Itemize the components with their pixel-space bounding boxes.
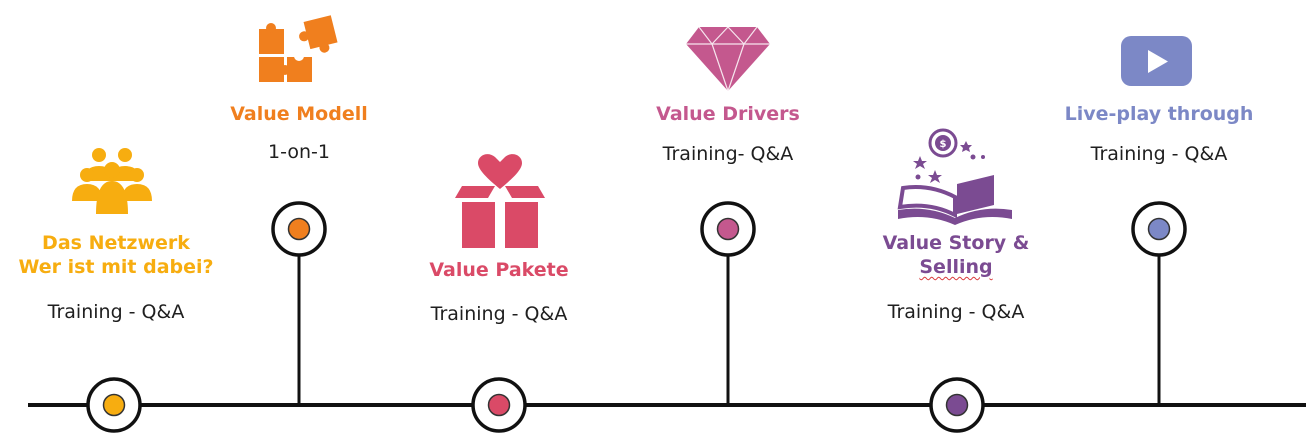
milestone-6-title: Live-play through [1049, 102, 1269, 126]
milestone-6-subtitle: Training - Q&A [1090, 143, 1228, 165]
milestone-title-line: Live-play through [1064, 103, 1254, 125]
milestone-3-subtitle: Training - Q&A [430, 303, 568, 325]
play-button-icon [1121, 36, 1192, 86]
milestone-2-title: Value Modell [199, 102, 399, 126]
milestone-3-title: Value Pakete [399, 258, 599, 282]
milestone-marker-1 [86, 377, 142, 433]
milestone-1-subtitle: Training - Q&A [47, 301, 185, 323]
milestone-marker-4 [700, 201, 756, 257]
milestone-marker-5 [929, 377, 985, 433]
milestone-5-subtitle: Training - Q&A [887, 301, 1025, 323]
gift-box-heart-icon [455, 154, 545, 248]
milestone-4-title: Value Drivers [628, 102, 828, 126]
open-book-stars-icon: $ [897, 128, 1012, 225]
milestone-title-line: Value Pakete [429, 259, 569, 281]
milestone-title-line: Value Story & [882, 232, 1030, 254]
milestone-2-subtitle: 1-on-1 [268, 141, 330, 163]
milestone-title-line: Das Netzwerk [42, 232, 190, 254]
milestone-5-title: Value Story & Selling [856, 231, 1056, 279]
milestone-marker-6 [1131, 201, 1187, 257]
diamond-icon [686, 26, 770, 92]
milestone-marker-3 [471, 377, 527, 433]
people-group-icon [72, 148, 152, 214]
milestone-title-line: Value Modell [230, 103, 368, 125]
puzzle-icon [259, 15, 338, 82]
milestone-title-line: Wer ist mit dabei? [18, 256, 214, 278]
milestone-title-line: Value Drivers [656, 103, 800, 125]
milestone-1-title: Das Netzwerk Wer ist mit dabei? [8, 231, 224, 279]
svg-text:$: $ [940, 139, 947, 150]
milestone-title-line: Selling [919, 256, 993, 278]
milestone-marker-2 [271, 201, 327, 257]
milestone-4-subtitle: Training- Q&A [662, 143, 794, 165]
